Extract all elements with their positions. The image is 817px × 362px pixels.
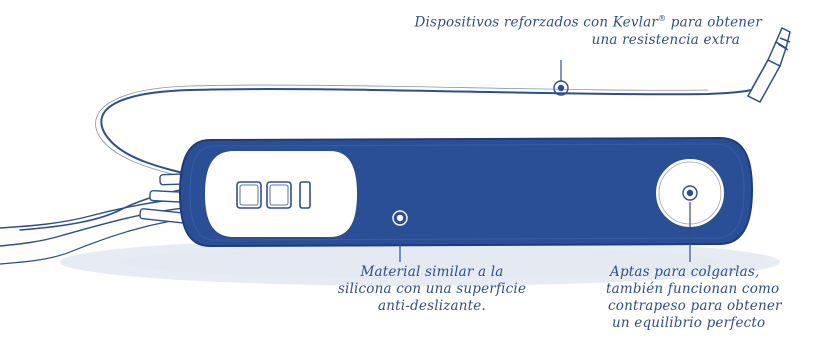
- annotation-material-line3: anti-deslizante.: [377, 298, 486, 314]
- annotation-cable-line1-end: para obtener: [666, 14, 762, 31]
- annotation-cable-line2: una resistencia extra: [591, 31, 740, 48]
- annotation-cable: Dispositivos reforzados con Kevlar® para…: [378, 10, 762, 49]
- annotation-material-line2: silicona con una superficie: [337, 281, 527, 297]
- annotation-counterweight-line1: Aptas para colgarlas,: [610, 264, 760, 280]
- annotation-counterweight: Aptas para colgarlas, también funcionan …: [604, 264, 804, 332]
- annotation-counterweight-line2: también funcionan como: [606, 281, 780, 297]
- registered-mark: ®: [658, 14, 667, 23]
- floor-shadow: [60, 238, 780, 286]
- target-marker-icon: [682, 185, 698, 201]
- annotation-cable-line1: Dispositivos reforzados con Kevlar: [414, 14, 659, 31]
- target-marker-icon: [392, 210, 408, 226]
- target-marker-icon: [553, 80, 569, 96]
- annotation-material-line1: Material similar a la: [360, 264, 504, 280]
- annotation-material: Material similar a la silicona con una s…: [318, 264, 546, 315]
- leader-lines: [399, 60, 691, 262]
- headphone-plug-icon: [746, 26, 791, 103]
- annotation-counterweight-line3: contrapeso para obtener: [608, 298, 782, 314]
- annotation-counterweight-line4: un equilibrio perfecto: [612, 315, 766, 331]
- organizer-body: [178, 136, 754, 248]
- button-icon: [236, 181, 311, 209]
